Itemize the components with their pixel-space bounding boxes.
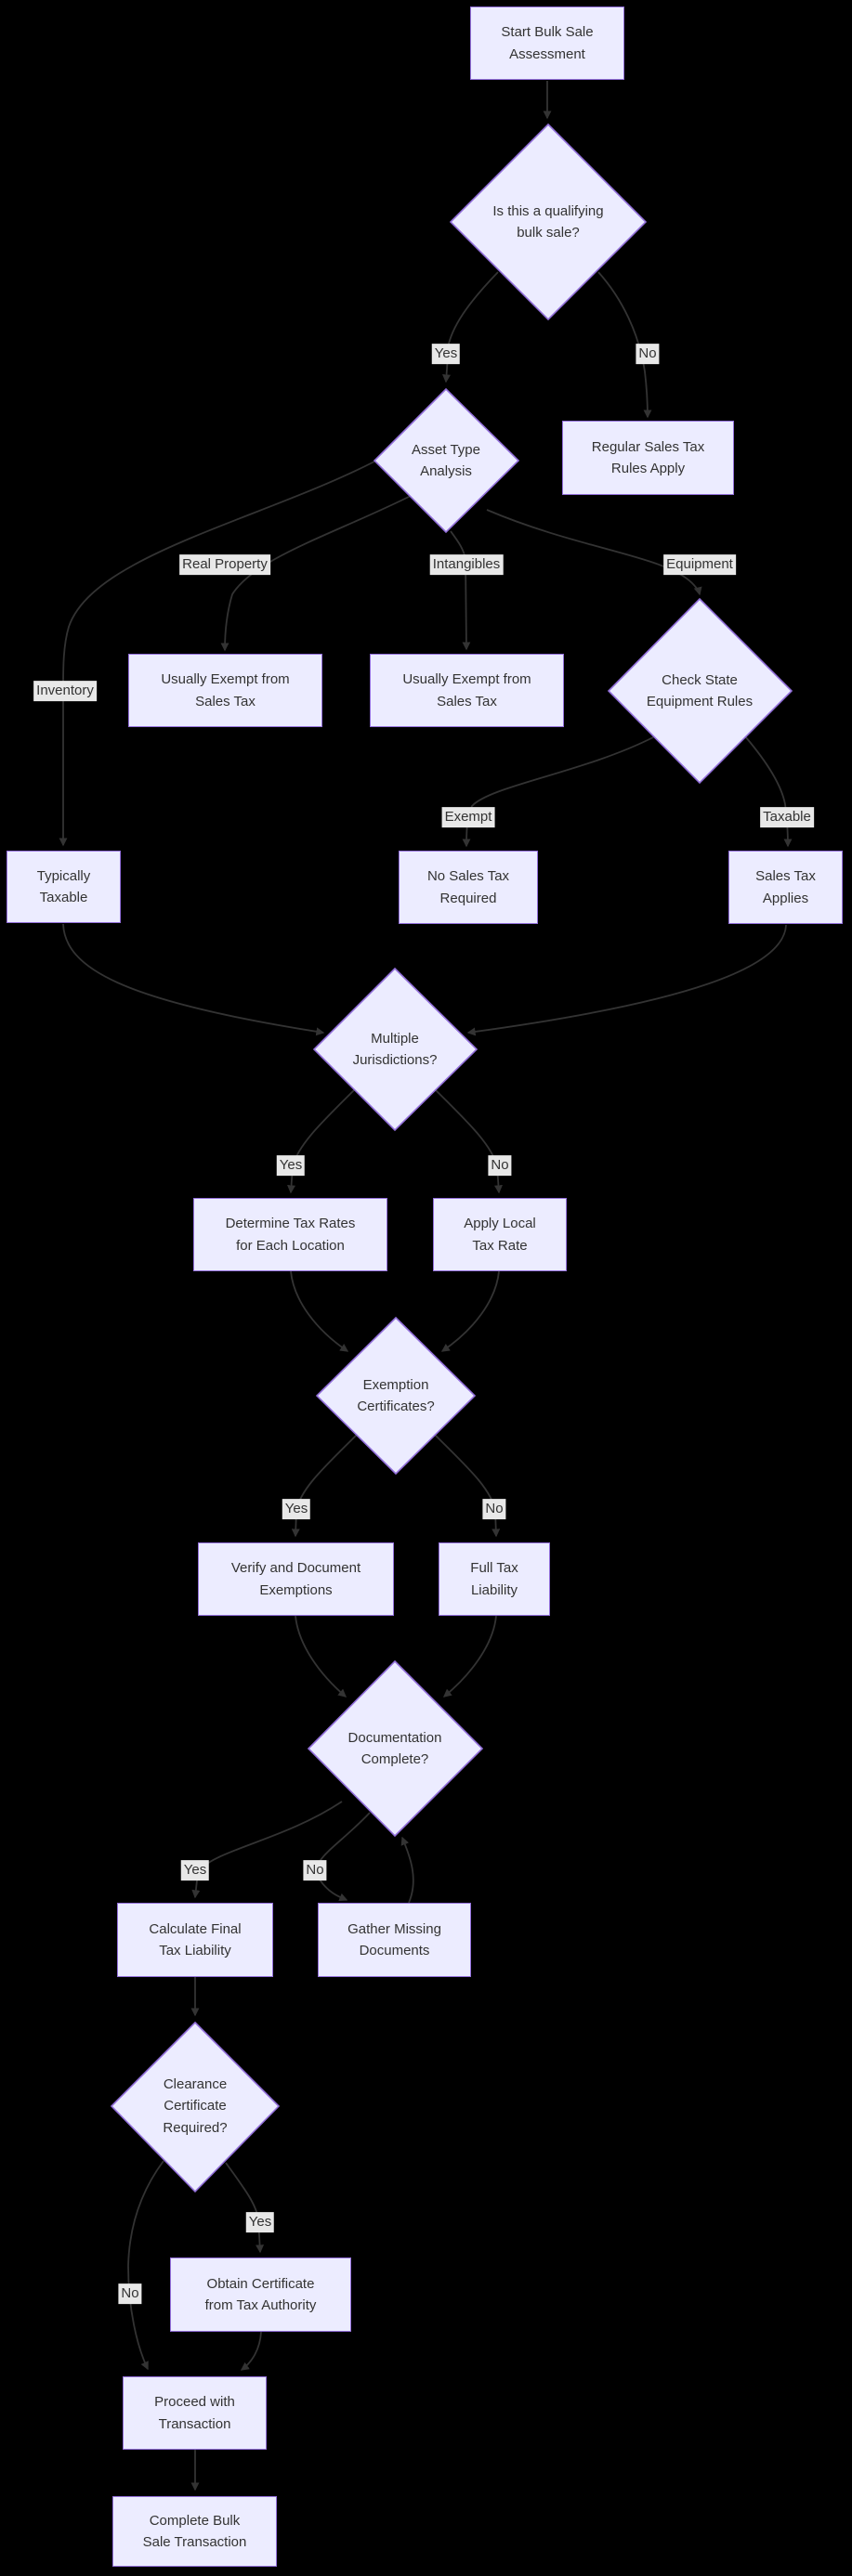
edge-label-cert-no: No [482,1499,506,1519]
edge-label-doc-yes: Yes [180,1860,210,1880]
edge-label-cert-yes: Yes [282,1499,311,1519]
edge-multi-rates-yes [287,1087,357,1194]
edge-label-multi-no: No [488,1155,512,1176]
edge-clearance-proceed-no [127,2160,164,2371]
edge-label-clearance-no: No [118,2283,142,2304]
regular-sales-tax-node: Regular Sales Tax Rules Apply [562,421,734,495]
edge-obtain-proceed [240,2331,262,2371]
edge-gather-doc-loop [400,1836,414,1904]
gather-missing-documents-node: Gather Missing Documents [318,1903,471,1977]
usually-exempt-intangibles-node: Usually Exempt from Sales Tax [370,654,564,727]
edge-fulltax-doc [442,1615,497,1698]
verify-document-exemptions-node: Verify and Document Exemptions [198,1542,394,1616]
qualifying-bulk-sale-decision-shape [449,123,648,321]
edge-label-doc-no: No [303,1860,327,1880]
edge-label-intangibles: Intangibles [429,554,504,575]
usually-exempt-real-property-node: Usually Exempt from Sales Tax [128,654,322,727]
edge-verify-doc [295,1615,347,1698]
check-state-equipment-rules-decision-shape [607,597,793,785]
edge-asset-equipment [486,509,702,596]
edge-qualify-asset-yes [442,271,499,384]
edge-label-taxable: Taxable [760,807,814,827]
apply-local-tax-rate-node: Apply Local Tax Rate [433,1198,567,1271]
edge-local-cert [440,1270,500,1352]
edge-doc-gather-no [315,1812,371,1902]
edge-label-qualify-no: No [636,344,660,364]
edge-equipment-exempt [462,736,654,848]
edge-salestax-multi [466,924,787,1036]
clearance-certificate-decision-shape [110,2021,281,2193]
edge-label-equipment: Equipment [663,554,736,575]
obtain-certificate-node: Obtain Certificate from Tax Authority [170,2257,351,2332]
edge-label-multi-yes: Yes [276,1155,306,1176]
multiple-jurisdictions-decision-shape [312,967,478,1132]
sales-tax-applies-node: Sales Tax Applies [728,851,843,924]
determine-tax-rates-node: Determine Tax Rates for Each Location [193,1198,387,1271]
edge-label-inventory: Inventory [33,681,97,701]
edge-label-real-property: Real Property [179,554,270,575]
full-tax-liability-node: Full Tax Liability [439,1542,550,1616]
exemption-certificates-decision-shape [315,1316,477,1476]
no-sales-tax-required-node: No Sales Tax Required [399,851,538,924]
typically-taxable-node: Typically Taxable [7,851,121,923]
edge-asset-inventory [59,461,375,847]
documentation-complete-decision-shape [307,1659,484,1838]
edge-label-exempt: Exempt [441,807,495,827]
edge-doc-calc-yes [191,1801,343,1899]
edge-rates-cert [290,1270,349,1352]
edge-multi-local-no [433,1087,503,1194]
edge-equipment-taxable [744,735,793,848]
edge-asset-intangibles [450,530,471,651]
edge-cert-verify-yes [291,1433,359,1538]
edge-label-clearance-yes: Yes [245,2212,275,2232]
edge-label-qualify-yes: Yes [431,344,461,364]
complete-bulk-sale-node: Complete Bulk Sale Transaction [112,2496,277,2567]
proceed-with-transaction-node: Proceed with Transaction [123,2376,267,2450]
asset-type-analysis-decision-shape [373,387,520,534]
calculate-final-tax-liability-node: Calculate Final Tax Liability [117,1903,273,1977]
start-node: Start Bulk Sale Assessment [470,7,624,80]
edge-clearance-obtain-yes [225,2162,265,2254]
edge-taxable-multi [62,923,325,1036]
edge-cert-fulltax-no [433,1433,501,1538]
